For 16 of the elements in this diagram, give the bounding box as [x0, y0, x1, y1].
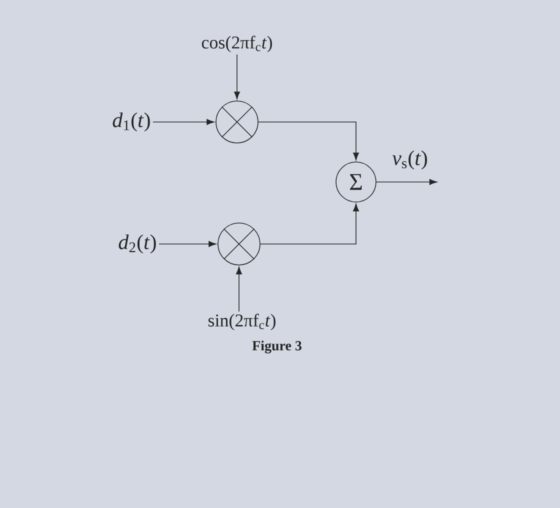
multiplier-symbol [218, 222, 260, 266]
arrow [236, 266, 242, 312]
arrow [152, 119, 214, 125]
figure-caption: Figure 3 [252, 340, 302, 354]
summing-junction: Σ [336, 162, 376, 202]
arrow [158, 241, 216, 247]
edge-label: v$_{s}$(t) [391, 149, 429, 170]
arrow [234, 54, 240, 100]
arrow [258, 122, 359, 160]
signal-label: d$_{2}$(t) [118, 234, 156, 254]
signal-label: sin(2πf$_{c}$t) [208, 314, 276, 330]
arrow [260, 204, 359, 244]
multiplier-symbol [216, 100, 258, 144]
signal-label: d$_{1}$(t) [112, 112, 150, 132]
signal-label: cos(2πf$_{c}$t) [202, 36, 272, 52]
arrow [376, 179, 438, 185]
